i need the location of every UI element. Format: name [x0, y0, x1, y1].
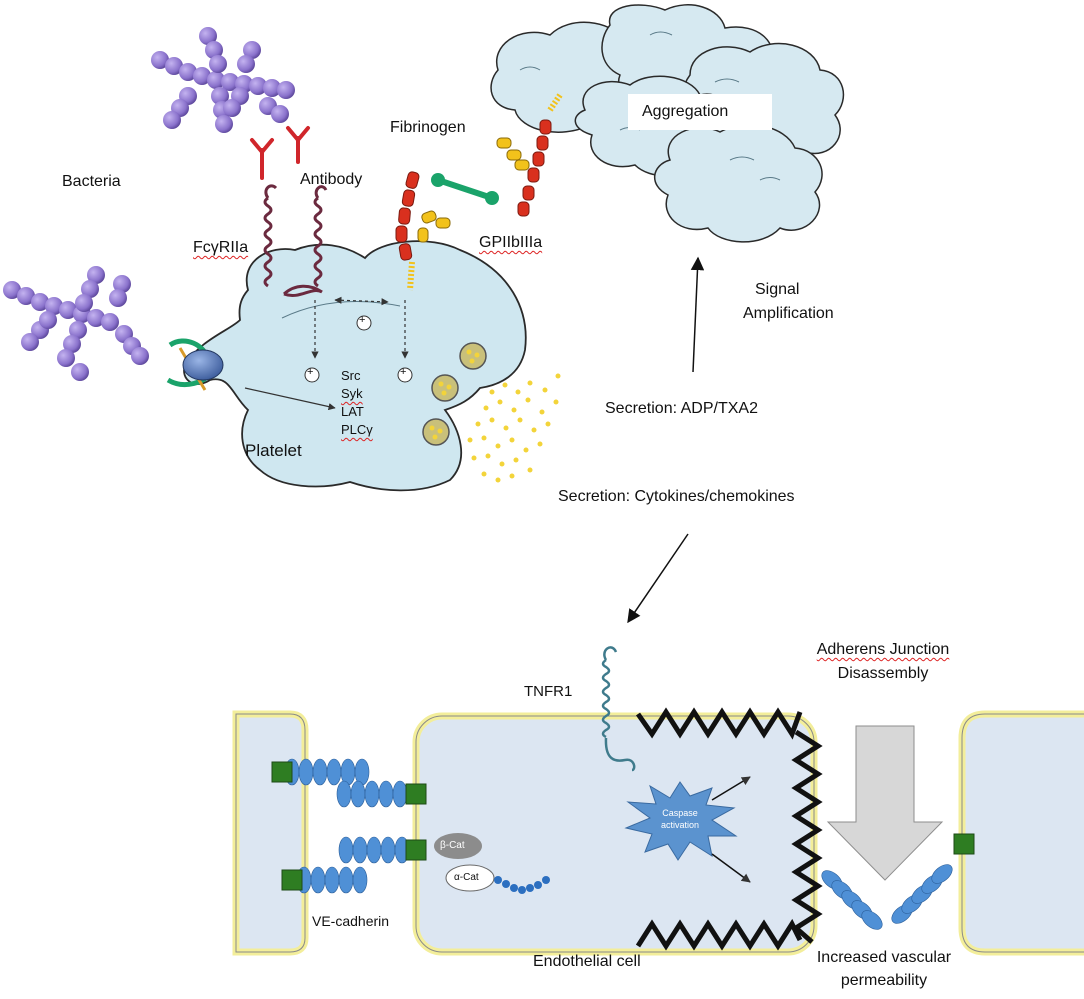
endothelial-cell-right	[958, 710, 1084, 956]
caspase-star-icon	[624, 781, 738, 861]
antibody-left-icon	[250, 138, 274, 180]
caspase-label: Caspase	[662, 808, 698, 818]
antibody-label: Antibody	[300, 171, 363, 188]
tnfr1-label: TNFR1	[524, 683, 573, 700]
signal-arrows	[244, 296, 409, 411]
adherens-junction-label: Adherens Junction	[800, 640, 966, 659]
aggregation-cluster	[490, 4, 845, 243]
bacteria-left	[3, 266, 149, 381]
caspase-arrow-down	[711, 853, 751, 883]
disassembly-block-arrow	[826, 725, 944, 881]
endothelial-cell-label: Endothelial cell	[533, 953, 641, 970]
permeability-label-1: Increased vascular	[816, 949, 952, 966]
platelet-cloud-5	[654, 124, 823, 243]
plus-symbol-2: +	[307, 366, 314, 378]
tnfr1-receptor-icon	[601, 646, 636, 772]
plus-symbol-3: +	[400, 366, 407, 378]
lat-label: LAT	[341, 404, 364, 419]
gpiibiiia-cloud-receptor-icon	[496, 93, 563, 217]
alpha-cat-label: α-Cat	[454, 872, 479, 883]
ve-cadherin-disassembled	[821, 864, 953, 930]
ve-cadherin-chains	[284, 758, 410, 894]
beta-cat-label: β-Cat	[440, 840, 465, 851]
fcgr-receptor-icon	[263, 184, 328, 297]
signal-amplification-arrow	[690, 256, 705, 373]
caspase-arrow-up	[711, 776, 751, 801]
fibrinogen-link-icon	[431, 173, 499, 205]
secretion-to-endothelium-arrow	[627, 533, 689, 624]
syk-label: Syk	[341, 386, 363, 401]
platelet-granules	[422, 342, 487, 446]
beta-catenin-icon	[434, 833, 482, 859]
alpha-catenin-icon	[445, 864, 495, 892]
endothelium	[232, 710, 1084, 956]
disrupted-membrane	[635, 707, 823, 951]
activation-label: activation	[660, 820, 700, 830]
ve-cadherin-label: VE-cadherin	[312, 913, 390, 929]
bacteria-label: Bacteria	[62, 173, 121, 190]
secretion-cytokines-label: Secretion: Cytokines/chemokines	[558, 488, 795, 505]
disassembly-label: Disassembly	[837, 665, 929, 682]
plus-symbol-1: +	[359, 314, 366, 326]
fibrinogen-label: Fibrinogen	[390, 119, 466, 136]
signal-label: Signal	[755, 281, 800, 298]
secreted-granule-content	[467, 373, 561, 483]
src-label: Src	[341, 368, 361, 383]
aggregation-label: Aggregation	[642, 103, 729, 120]
endothelial-cell-middle	[412, 712, 818, 956]
permeability-label-2: permeability	[840, 972, 928, 989]
actin-chain	[494, 876, 550, 894]
fcgrIIa-label: FcγRIIa	[193, 239, 249, 256]
aggregation-label-box	[628, 94, 772, 130]
amplification-label: Amplification	[743, 305, 834, 322]
gpiibiiia-label: GPIIbIIIa	[479, 234, 543, 251]
gpiibiiia-receptor-icon	[395, 171, 451, 291]
bacteria-top	[151, 27, 295, 133]
platelet-label: Platelet	[245, 441, 302, 460]
adherens-junction-line1: Adherens Junction	[816, 641, 950, 658]
endothelial-cell-left	[232, 710, 309, 956]
activation-symbols	[304, 315, 413, 383]
plcy-label: PLCγ	[341, 422, 373, 437]
integrin-bacteria-receptor-icon	[166, 338, 224, 391]
antibody-right-icon	[286, 126, 310, 164]
secretion-adp-label: Secretion: ADP/TXA2	[605, 400, 758, 417]
junction-anchors	[271, 761, 975, 891]
